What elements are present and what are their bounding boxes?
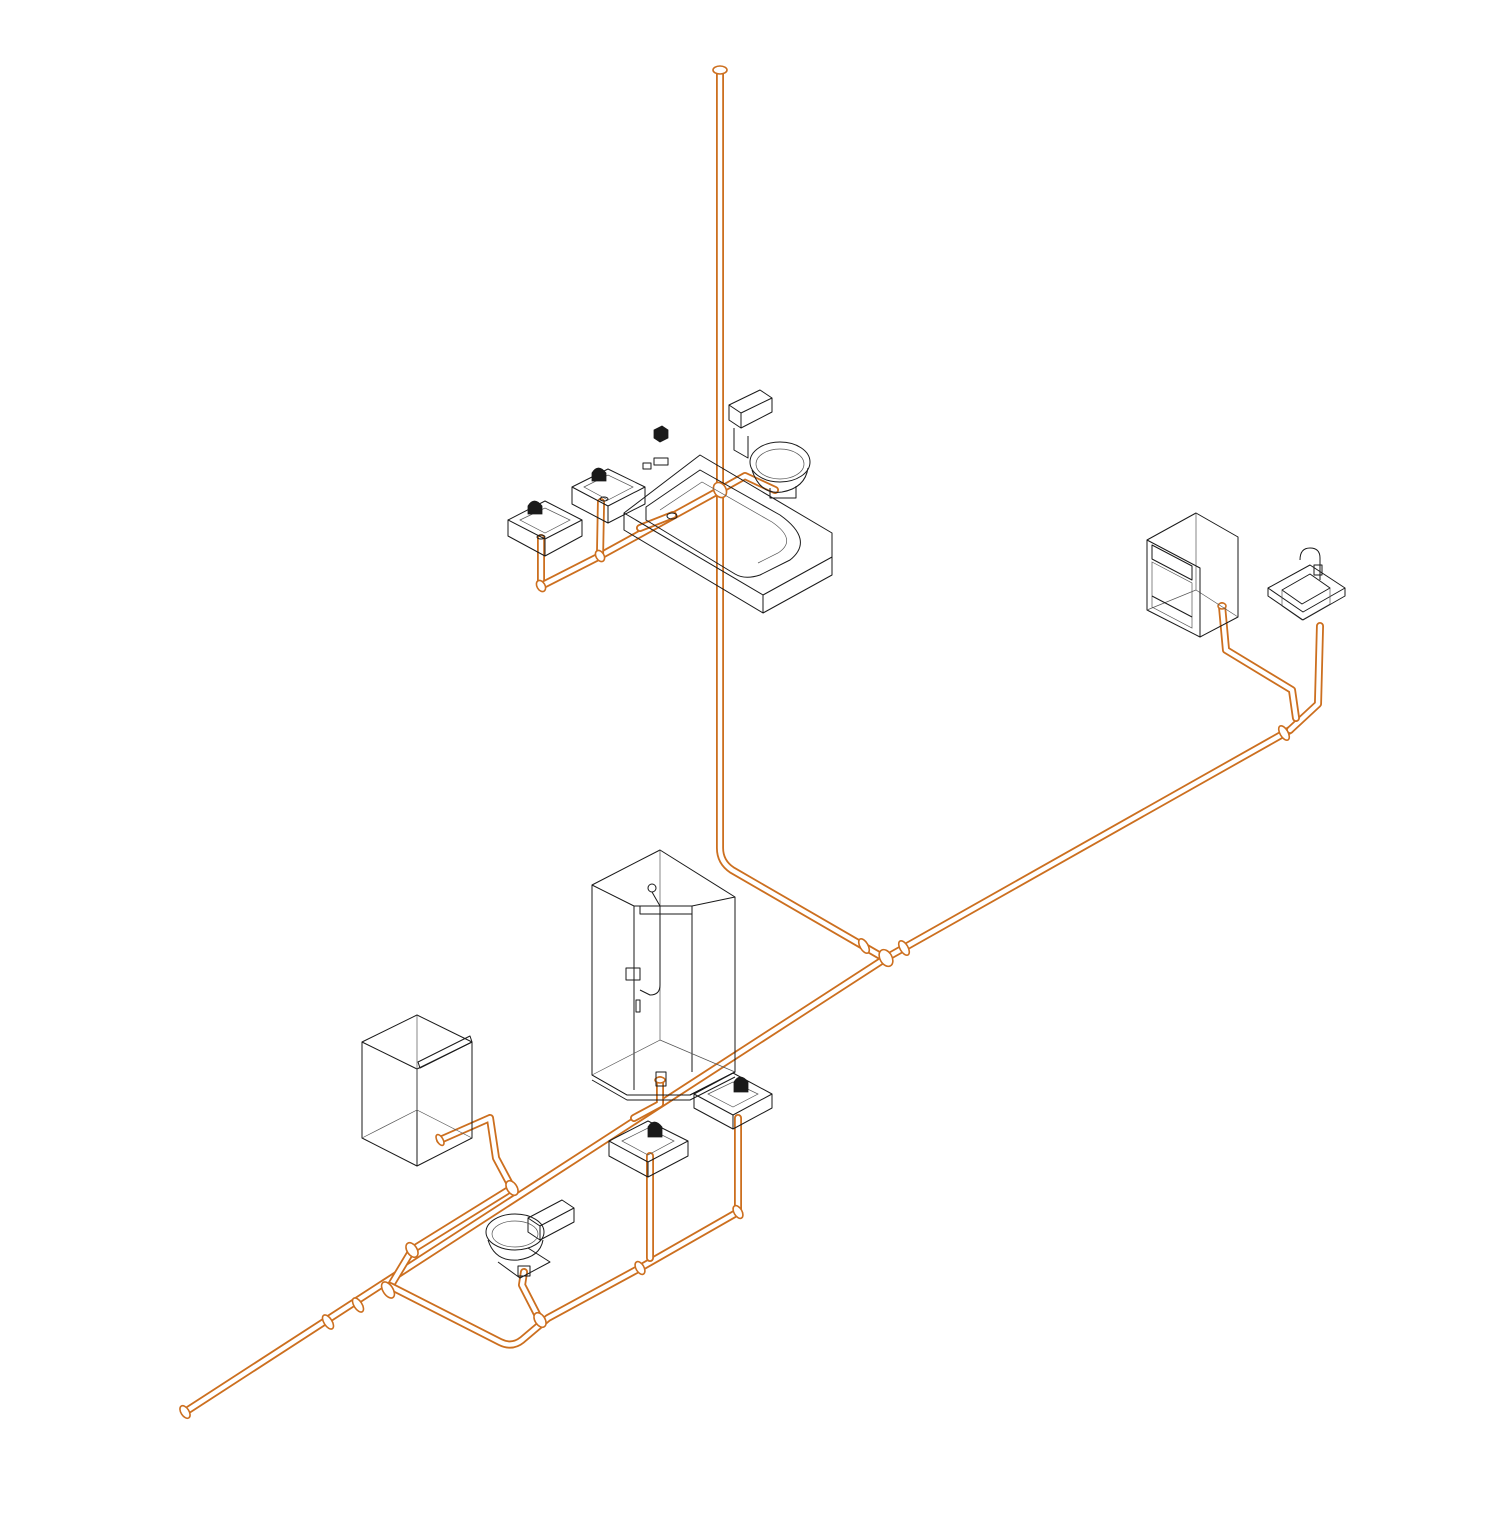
water-closet-fixture xyxy=(485,1199,575,1279)
shower-fixture xyxy=(591,849,736,1101)
kitchen-branch-pipe xyxy=(1218,602,1324,734)
bathtub-fixture xyxy=(623,425,833,614)
vent-stack-pipe xyxy=(716,66,888,962)
plumbing-fixtures xyxy=(361,389,1346,1279)
lavatory-fixture xyxy=(608,1120,689,1178)
refrigerator-fixture xyxy=(1146,512,1239,638)
lower-branch-pipe xyxy=(384,1076,742,1349)
water-closet-fixture xyxy=(728,389,811,499)
pipe-fittings xyxy=(179,65,1291,1420)
water-heater-fixture xyxy=(361,1014,473,1167)
lavatory-fixture xyxy=(693,1072,773,1130)
lavatory-fixture xyxy=(507,500,583,557)
lavatory-fixture xyxy=(571,467,646,524)
kitchen-sink-fixture xyxy=(1267,547,1346,621)
main-drain-pipe xyxy=(181,726,1294,1416)
drain-pipe-network xyxy=(179,65,1324,1420)
